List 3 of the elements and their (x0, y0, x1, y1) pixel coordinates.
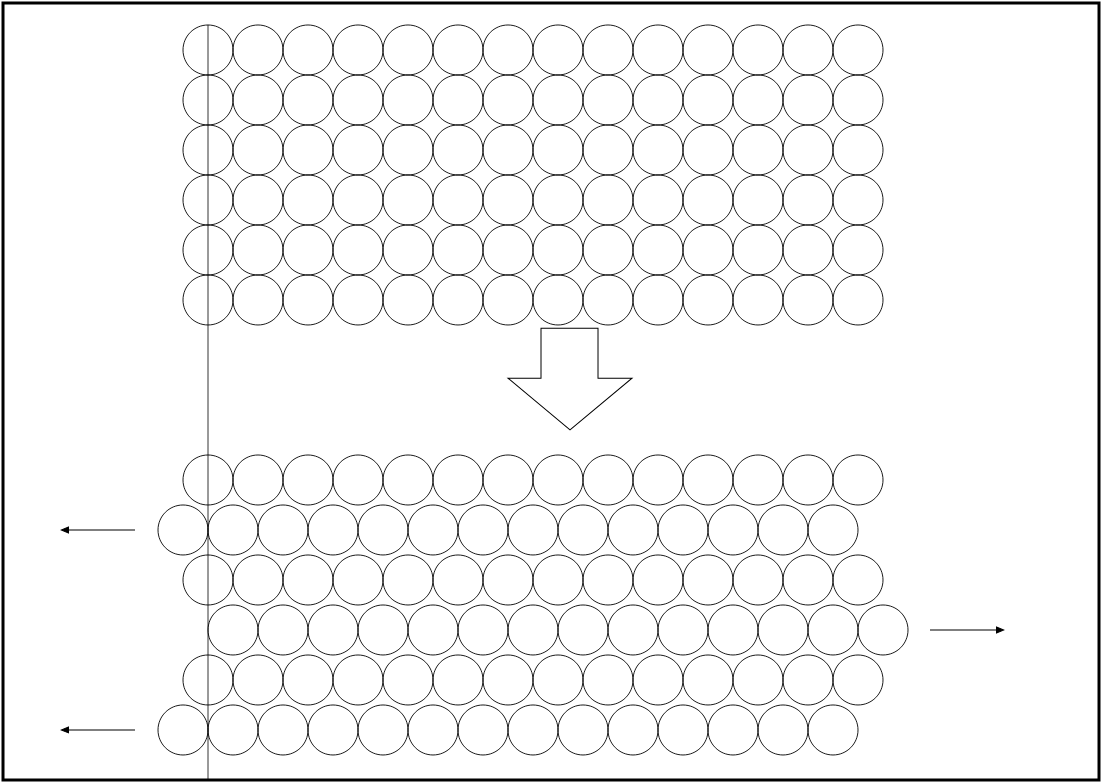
atom-lattice-drawing (182, 24, 884, 326)
block-arrow (507, 327, 633, 431)
atom-lattice-drawing (157, 454, 909, 756)
